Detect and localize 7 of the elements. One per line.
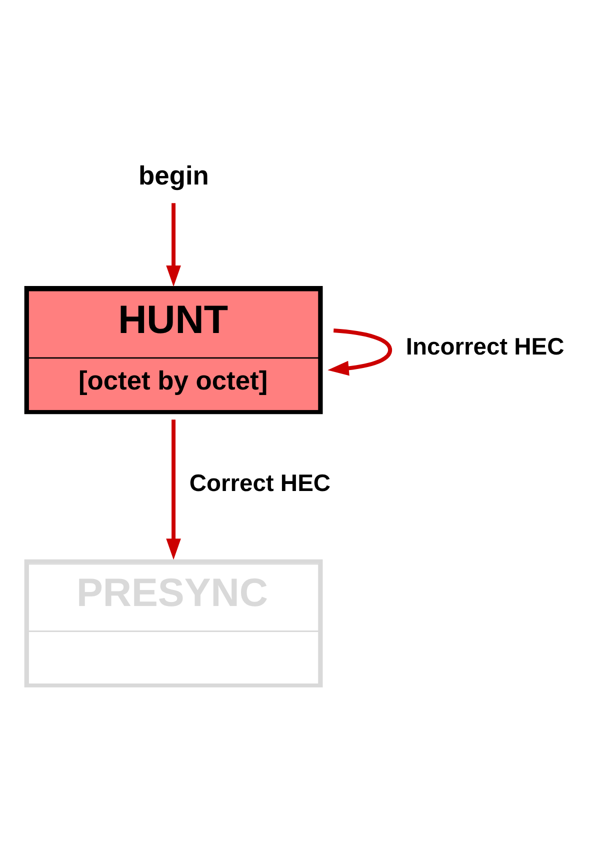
node-text: begin: [138, 160, 209, 190]
arrow: [166, 419, 181, 560]
node-box: HUNT [octet by octet]: [24, 286, 323, 414]
arrow: [166, 202, 181, 286]
edge-label: Incorrect HEC: [406, 333, 564, 360]
edge-label: Correct HEC: [189, 470, 331, 497]
arrow: [328, 328, 392, 376]
